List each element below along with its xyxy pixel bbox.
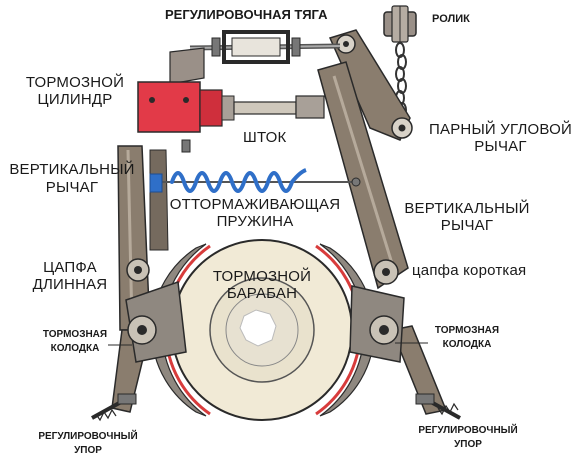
piston-rod: [233, 95, 325, 119]
adjusting-rod: [169, 30, 341, 85]
label-brake-drum-1: ТОРМОЗНОЙ: [212, 268, 312, 285]
adjusting-stop-right: [415, 393, 461, 420]
label-release-spring-2: ПРУЖИНА: [216, 213, 294, 230]
brake-drum: [171, 239, 353, 421]
label-stop-left-2: УПОР: [74, 445, 102, 456]
label-vertical-lever-right-2: РЫЧАГ: [440, 217, 494, 234]
label-vertical-lever-left-1: ВЕРТИКАЛЬНЫЙ: [9, 161, 135, 178]
label-vertical-lever-left-2: РЫЧАГ: [45, 179, 99, 196]
adjusting-stop-left: [91, 393, 137, 422]
label-angle-lever-1: ПАРНЫЙ УГЛОВОЙ: [429, 121, 572, 138]
label-brake-cylinder-1: ТОРМОЗНОЙ: [25, 74, 125, 91]
label-roller: РОЛИК: [432, 13, 470, 25]
label-long-pin-1: ЦАПФА: [43, 259, 97, 276]
label-angle-lever-2: РЫЧАГ: [474, 138, 527, 155]
angle-lever: [328, 29, 413, 141]
label-adjusting-rod: РЕГУЛИРОВОЧНАЯ ТЯГА: [165, 7, 328, 22]
label-shoe-left-1: ТОРМОЗНАЯ: [42, 329, 108, 340]
brake-shoe-right: [315, 243, 405, 417]
leader-lines: [108, 342, 428, 346]
label-stop-right-2: УПОР: [454, 439, 482, 450]
label-stop-left-1: РЕГУЛИРОВОЧНЫЙ: [38, 431, 138, 442]
label-release-spring-1: ОТТОРМАЖИВАЮЩАЯ: [169, 196, 341, 213]
label-piston-rod: ШТОК: [243, 129, 287, 146]
label-shoe-right-2: КОЛОДКА: [442, 339, 492, 350]
label-shoe-right-1: ТОРМОЗНАЯ: [434, 325, 500, 336]
label-brake-drum-2: БАРАБАН: [226, 285, 298, 302]
roller: [383, 5, 417, 43]
label-stop-right-1: РЕГУЛИРОВОЧНЫЙ: [418, 425, 518, 436]
label-long-pin-2: ДЛИННАЯ: [32, 276, 108, 293]
brake-shoe-left: [125, 243, 211, 417]
release-spring: [149, 168, 361, 193]
label-brake-cylinder-2: ЦИЛИНДР: [37, 91, 113, 108]
label-vertical-lever-right-1: ВЕРТИКАЛЬНЫЙ: [404, 200, 530, 217]
brake-cylinder: [137, 81, 235, 153]
label-shoe-left-2: КОЛОДКА: [50, 343, 100, 354]
label-short-pin: цапфа короткая: [412, 262, 527, 279]
